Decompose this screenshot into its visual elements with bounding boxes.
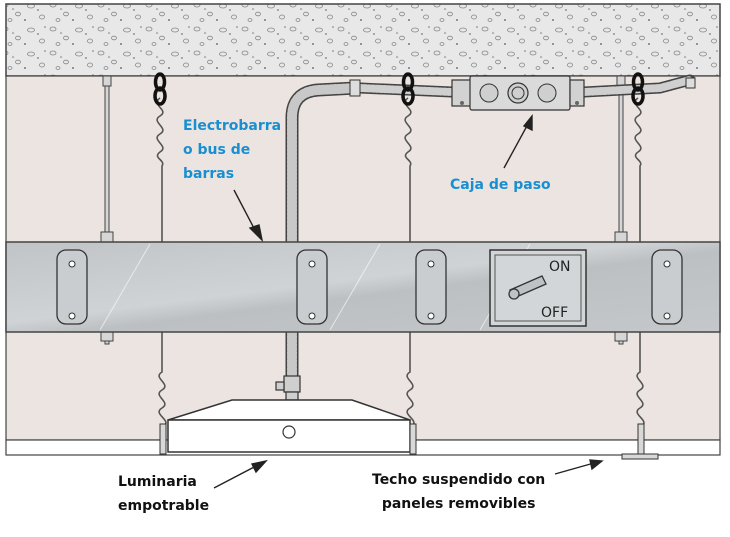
ceiling-label-line-1: Techo suspendido con — [372, 472, 546, 488]
busbar-label-line-1: Electrobarra — [183, 118, 282, 134]
ceiling-t-bars — [159, 423, 659, 460]
threaded-rods — [100, 75, 628, 345]
busbar-label-line-3: barras — [183, 166, 235, 182]
switch-off-label: OFF — [541, 305, 568, 321]
conduit-clamp-right — [685, 77, 696, 89]
concrete-slab — [5, 3, 721, 77]
switch-on-label: ON — [549, 259, 571, 275]
luminaire-label-line-2: empotrable — [118, 498, 210, 514]
junction-box — [451, 75, 585, 111]
callout-arrows — [213, 114, 604, 489]
hanger-wires — [156, 97, 645, 427]
disconnect-switch: ON OFF — [489, 249, 587, 327]
busbar — [5, 241, 721, 333]
busbar-label: Electrobarra o bus de barras — [183, 114, 281, 186]
tap-plates — [56, 249, 683, 325]
busbar-label-line-2: o bus de — [183, 142, 251, 158]
ceiling-label: Techo suspendido con paneles removibles — [372, 468, 545, 516]
ceiling-label-line-2: paneles removibles — [381, 496, 536, 512]
conduit-clamp — [349, 79, 361, 97]
luminaire-label-line-1: Luminaria — [118, 474, 197, 490]
chain-links — [153, 72, 645, 106]
recessed-luminaire — [167, 399, 411, 453]
luminaire-hole — [282, 425, 296, 439]
luminaire-label: Luminaria empotrable — [118, 470, 209, 518]
tap-plate-holes — [68, 260, 671, 320]
junction-box-label: Caja de paso — [450, 177, 551, 193]
